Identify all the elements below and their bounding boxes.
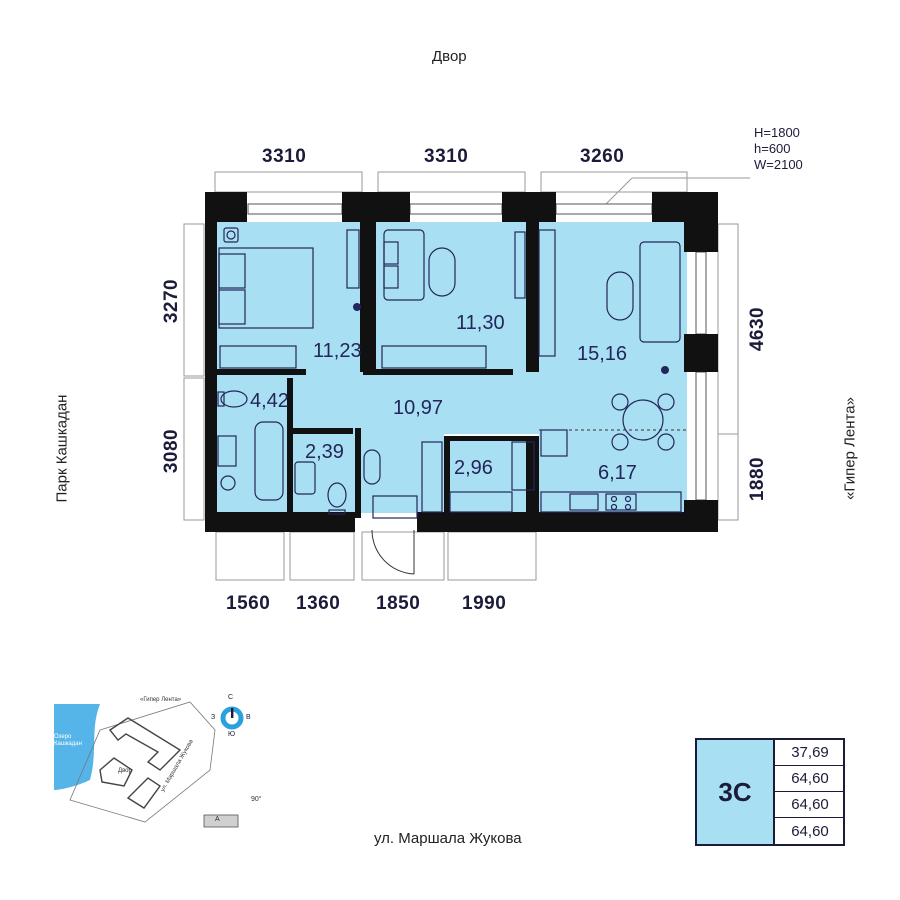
window-spec-width: W=2100 <box>754 157 803 172</box>
room-area-bedroom: 11,23 <box>313 340 362 362</box>
room-area-hall: 10,97 <box>393 397 444 419</box>
dim-bottom-3: 1850 <box>376 593 421 614</box>
room-area-storage: 2,96 <box>454 457 493 479</box>
orientation-top: Двор <box>432 48 467 65</box>
orientation-bottom: ул. Маршала Жукова <box>374 830 522 847</box>
legend-value-1: 37,69 <box>775 740 845 766</box>
site-plan <box>54 701 239 828</box>
furniture <box>217 227 682 519</box>
window-spec-height: H=1800 <box>754 125 800 140</box>
window-spec: H=1800 h=600 W=2100 <box>754 125 803 173</box>
siteplan-yard-label: Двор <box>118 768 132 774</box>
room-area-kitchen: 6,17 <box>598 462 637 484</box>
walls <box>205 192 718 532</box>
legend-value-3: 64,60 <box>775 792 845 818</box>
lake-shape <box>54 704 100 790</box>
unit-type: 3С <box>697 740 775 844</box>
siteplan-building-label: А <box>215 816 220 823</box>
room-area-wc: 2,39 <box>305 441 344 463</box>
room-area-living: 15,16 <box>577 343 628 365</box>
legend-value-4: 64,60 <box>791 822 829 840</box>
compass-west: З <box>211 714 216 721</box>
compass-east: В <box>246 714 251 721</box>
dim-bottom-1: 1560 <box>226 593 271 614</box>
compass-north: С <box>228 694 234 701</box>
siteplan-hyper-label: «Гипер Лента» <box>140 697 182 703</box>
dim-bottom-2: 1360 <box>296 593 341 614</box>
siteplan-angle-label: 90° <box>251 796 262 803</box>
window-spec-sill: h=600 <box>754 141 791 156</box>
room-area-room: 11,30 <box>456 312 505 334</box>
dim-bottom-4: 1990 <box>462 593 507 614</box>
site-boundary <box>69 701 216 823</box>
compass-south: Ю <box>228 731 236 738</box>
building-outline <box>99 717 182 809</box>
building-a <box>203 814 239 828</box>
dim-top-2: 3310 <box>424 146 469 167</box>
unit-legend: 3С 37,69 64,60 64,60 64,60 <box>695 738 845 846</box>
siteplan-lake-label: Озеро Кашкадан <box>54 734 82 747</box>
room-area-bathroom: 4,42 <box>250 390 289 412</box>
compass-icon <box>220 706 244 730</box>
entrance-door <box>371 529 415 575</box>
dim-top-1: 3310 <box>262 146 307 167</box>
dim-top-3: 3260 <box>580 146 625 167</box>
plant-icon <box>353 303 669 374</box>
legend-value-2: 64,60 <box>775 766 845 792</box>
